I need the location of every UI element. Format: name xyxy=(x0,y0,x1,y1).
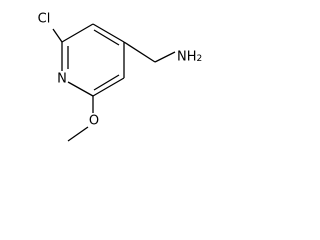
bond-c5-c6-inner xyxy=(93,74,120,91)
bond-c2-cl xyxy=(52,28,63,43)
amine-subscript-label: 2 xyxy=(197,54,203,64)
bond-c3-c4 xyxy=(92,23,125,43)
oxygen-label: O xyxy=(89,114,99,129)
chemical-structure: Cl N O NH2 xyxy=(38,12,202,142)
bond-c3-c4-inner xyxy=(93,29,120,46)
amine-main-label: NH xyxy=(177,50,197,65)
amine-label: NH2 xyxy=(177,50,202,65)
bond-c5-c6 xyxy=(92,77,125,97)
bond-o-ch3 xyxy=(67,126,89,142)
bond-ch2-nh2 xyxy=(154,51,176,63)
bond-c6-n1 xyxy=(67,81,94,97)
chlorine-label: Cl xyxy=(38,12,51,27)
bond-c2-c3 xyxy=(61,23,94,43)
bond-c4-ch2 xyxy=(123,41,156,63)
nitrogen-label: N xyxy=(57,72,67,87)
